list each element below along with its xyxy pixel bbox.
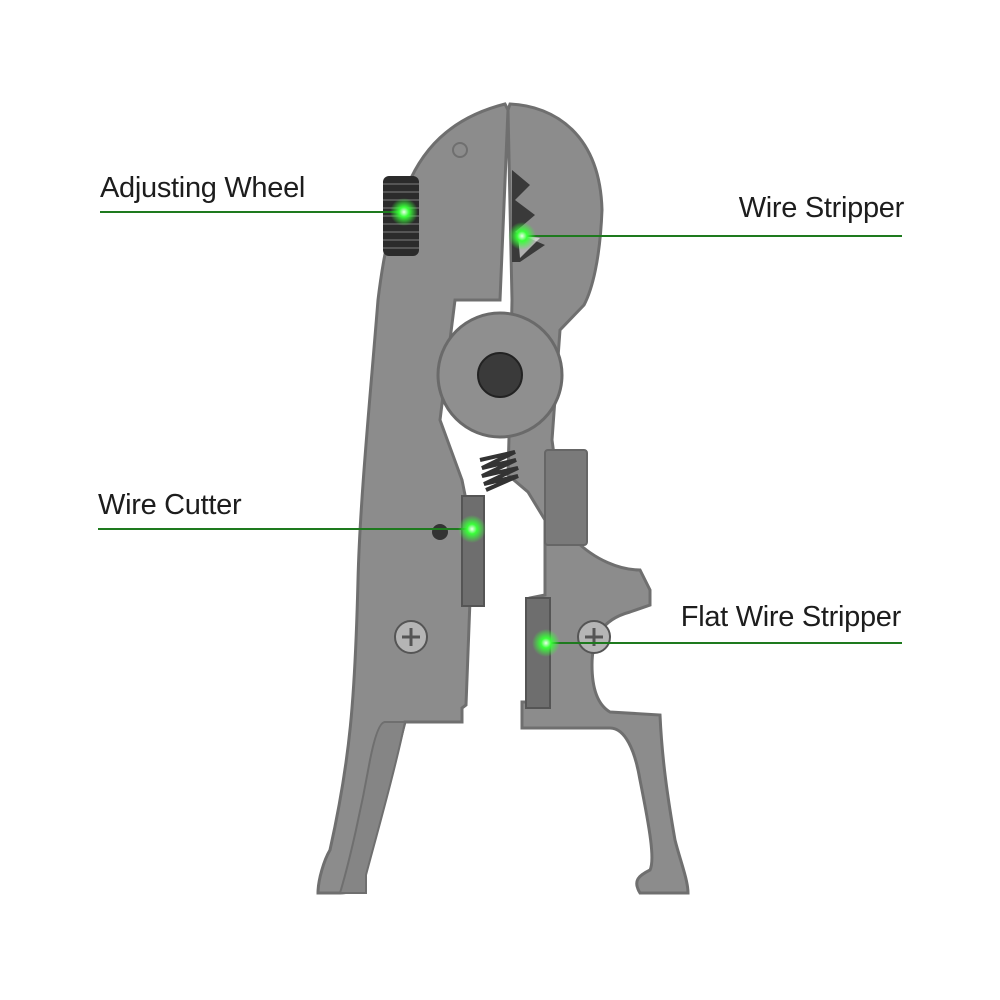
- green-dot-icon: [458, 515, 486, 543]
- green-dot-icon: [390, 198, 418, 226]
- left-blade: [461, 495, 485, 607]
- green-dot-icon: [532, 629, 560, 657]
- wire-stripper-label: Wire Stripper: [738, 192, 905, 224]
- wire-cutter-label: Wire Cutter: [98, 489, 242, 521]
- body-hole-mid: [432, 524, 448, 540]
- spring-icon: [479, 450, 519, 492]
- green-dot-icon: [508, 222, 536, 250]
- left-screw-icon: [394, 620, 428, 654]
- right-handle-slot: [544, 449, 588, 546]
- adjusting-wheel-label: Adjusting Wheel: [100, 172, 306, 204]
- pivot-pin-icon: [477, 352, 523, 398]
- right-screw-icon: [577, 620, 611, 654]
- flat-wire-stripper-label: Flat Wire Stripper: [680, 601, 902, 633]
- left-body-shape: [316, 102, 510, 895]
- left-handle-hook: [338, 721, 407, 894]
- body-hole-top: [452, 142, 468, 158]
- right-body-shape: [506, 102, 690, 895]
